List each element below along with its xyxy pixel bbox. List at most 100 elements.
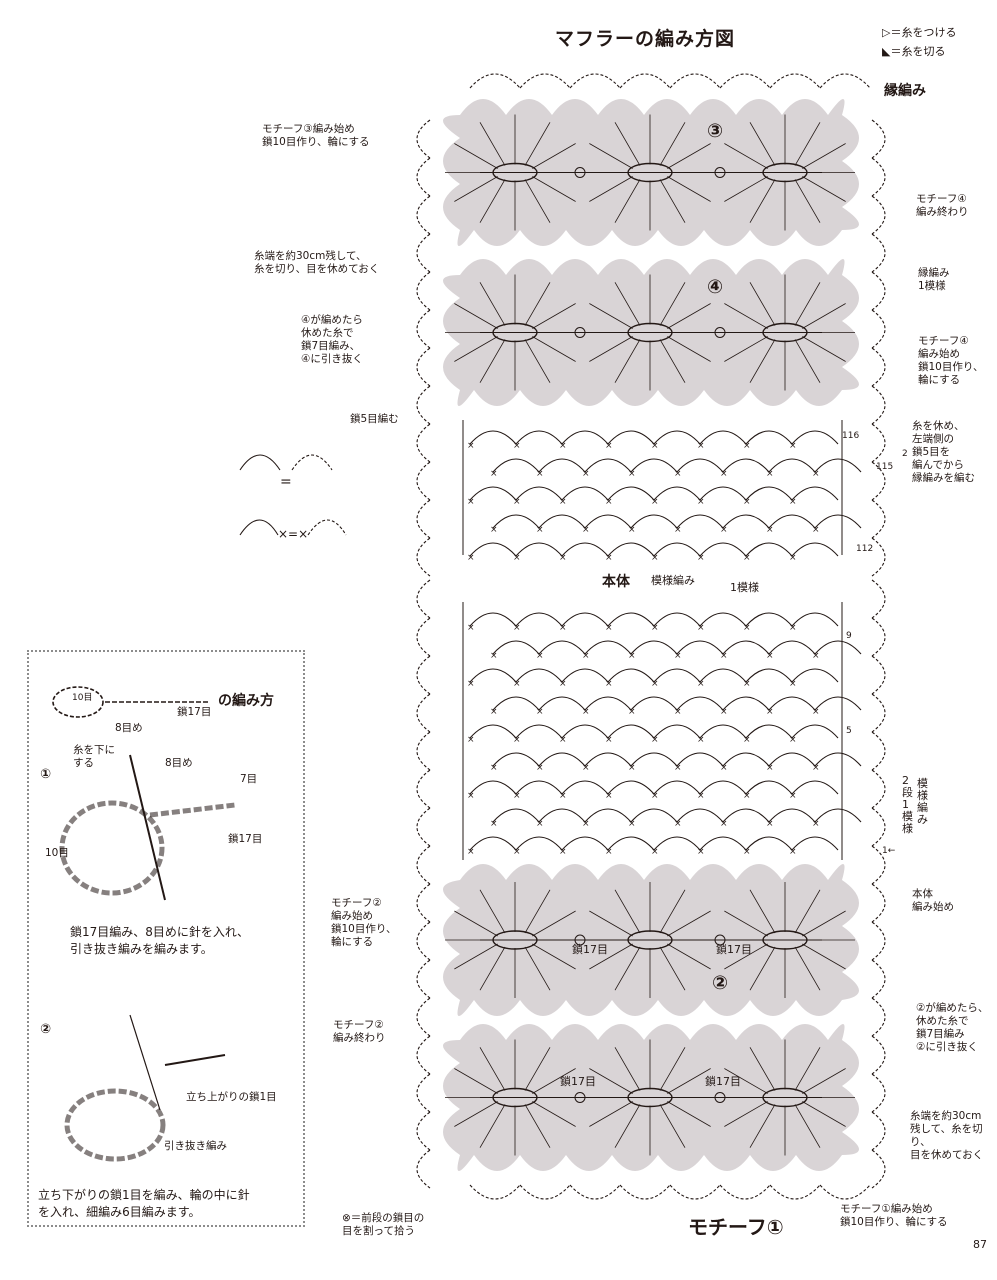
edging-layer [416, 73, 886, 1200]
motif-spoke [589, 303, 633, 329]
equals-sign-2: ×=× [278, 527, 309, 541]
single-crochet-mark: × [743, 623, 751, 633]
row-number-9: 9 [846, 631, 852, 641]
single-crochet-mark: × [536, 469, 544, 479]
mesh-arch [561, 668, 609, 683]
motif-spoke [659, 179, 686, 223]
howto-thread-down: 糸を下に する [73, 744, 115, 769]
mesh-arch [561, 780, 609, 795]
edging-loop [871, 271, 886, 311]
edging-loop [871, 845, 886, 885]
motif-spoke [794, 179, 821, 223]
motif-spoke [532, 943, 576, 970]
single-crochet-mark: × [605, 679, 613, 689]
single-crochet-mark: × [490, 819, 498, 829]
mesh-arch [768, 696, 816, 711]
edging-loop [871, 157, 886, 197]
single-crochet-mark: × [559, 553, 567, 563]
single-crochet-mark: × [789, 441, 797, 451]
single-crochet-mark: × [605, 497, 613, 507]
mesh-arch [814, 514, 862, 529]
edging-loop [871, 883, 886, 923]
chain17-label-b: 鎖17目 [716, 943, 752, 956]
motif-spoke [454, 336, 498, 362]
motif-spoke [532, 1068, 576, 1094]
note-rest-left: 糸を休め、 左端側の 鎖5目を 編んでから 縁編みを編む [912, 420, 975, 484]
mesh-arch [492, 640, 540, 655]
edging-bottom-loop [569, 1184, 621, 1200]
mesh-arch [469, 430, 517, 445]
single-crochet-mark: × [743, 735, 751, 745]
single-crochet-mark: × [812, 651, 820, 661]
edging-loop [871, 385, 886, 425]
edging-bottom-loop [719, 1184, 771, 1200]
motif-spoke [749, 282, 776, 326]
note-motif4-end: モチーフ④ 編み終わり [916, 193, 969, 218]
edging-loop [416, 1035, 431, 1075]
mesh-arch [469, 612, 517, 627]
step1-number: ① [40, 767, 52, 782]
mesh-arch [722, 808, 770, 823]
motif-spoke [454, 943, 498, 970]
mesh-arch [630, 808, 678, 823]
motif-spoke [724, 303, 768, 329]
split-stitch-mark [714, 327, 726, 338]
motif-spoke [589, 1101, 633, 1127]
mesh-arch [699, 836, 747, 851]
mesh-arch [607, 780, 655, 795]
mesh-arch [745, 542, 793, 557]
motif-spoke [667, 910, 711, 937]
mesh-arch [745, 486, 793, 501]
single-crochet-mark: × [467, 679, 475, 689]
motif-spoke [724, 336, 768, 362]
howto-ring-small [52, 686, 104, 718]
mesh-arch [699, 668, 747, 683]
split-stitch-mark [714, 167, 726, 178]
edging-top-loop [669, 73, 721, 89]
mesh-arch [630, 514, 678, 529]
single-crochet-mark: × [789, 791, 797, 801]
mesh-arch [584, 458, 632, 473]
motif-spoke [724, 143, 768, 169]
single-crochet-mark: × [697, 553, 705, 563]
step2-number: ② [40, 1022, 52, 1037]
edging-loop [871, 1111, 886, 1151]
motif-spoke [749, 1104, 776, 1148]
single-crochet-mark: × [697, 623, 705, 633]
motif-spoke [614, 1104, 641, 1148]
single-crochet-mark: × [720, 525, 728, 535]
edging-loop [416, 883, 431, 923]
edging-loop [416, 271, 431, 311]
howto-hook-step1 [129, 754, 166, 901]
motif-spoke [802, 943, 846, 970]
mesh-arch [538, 752, 586, 767]
page-number: 87 [973, 1238, 987, 1251]
edging-loop [871, 347, 886, 387]
motif-spoke [724, 910, 768, 937]
single-crochet-mark: × [628, 651, 636, 661]
motif-spoke [667, 143, 711, 169]
body-mesh: ××××××××××××××××××××××××××××××××××××××××… [462, 420, 862, 860]
single-crochet-mark: × [697, 847, 705, 857]
single-crochet-mark: × [605, 623, 613, 633]
edging-loop [871, 1073, 886, 1113]
split-stitch-mark [574, 327, 586, 338]
mesh-arch [676, 696, 724, 711]
motif-spoke [614, 179, 641, 223]
single-crochet-mark: × [674, 707, 682, 717]
row-repeat-stitch: 模様編み [917, 777, 928, 826]
motif-spoke [479, 1104, 506, 1148]
motif-spoke [454, 303, 498, 329]
single-crochet-mark: × [559, 791, 567, 801]
mesh-arch [653, 486, 701, 501]
mesh-arch [722, 458, 770, 473]
mesh-arch [791, 430, 839, 445]
edging-loop [416, 499, 431, 539]
mesh-arch [561, 724, 609, 739]
motif-3-number: ③ [707, 120, 724, 142]
motif-spoke [749, 179, 776, 223]
single-crochet-mark: × [513, 441, 521, 451]
mesh-arch [653, 836, 701, 851]
motif-spoke [532, 910, 576, 937]
mesh-arch [653, 780, 701, 795]
